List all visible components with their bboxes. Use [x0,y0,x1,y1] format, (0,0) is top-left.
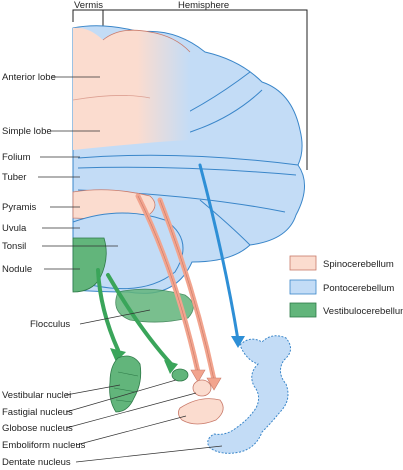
label-anterior-lobe: Anterior lobe [2,72,56,83]
label-uvula: Uvula [2,223,27,234]
legend-swatch-spino [289,255,317,271]
vermis-header: Vermis [74,0,103,11]
hemisphere-header: Hemisphere [178,0,229,11]
legend: Spinocerebellum Pontocerebellum Vestibul… [289,255,403,318]
label-flocculus: Flocculus [30,319,70,330]
label-tuber: Tuber [2,172,26,183]
label-globose-nucleus: Globose nucleus [2,423,73,434]
emboliform-nucleus-shape [178,398,224,425]
legend-swatch-ponto [289,279,317,295]
label-nodule: Nodule [2,264,32,275]
dentate-nucleus-shape [207,335,291,454]
spinocerebellum-anterior [73,27,190,150]
leader-lines [38,76,223,463]
legend-label-vestibulo: Vestibulocerebellum [323,306,403,317]
ponto-arrow [198,163,240,342]
legend-label-spino: Spinocerebellum [323,259,394,270]
label-tonsil: Tonsil [2,241,26,252]
fastigial-nucleus-shape [171,368,189,382]
label-fastigial-nucleus: Fastigial nucleus [2,407,73,418]
label-emboliform-nucleus: Emboliform nucleus [2,440,86,451]
vestibulo-arrows [96,268,174,367]
globose-nucleus-shape [192,379,212,397]
label-pyramis: Pyramis [2,202,37,213]
legend-label-ponto: Pontocerebellum [323,283,394,294]
label-folium: Folium [2,152,31,163]
label-dentate-nucleus: Dentate nucleus [2,457,71,468]
label-simple-lobe: Simple lobe [2,126,52,137]
label-vestibular-nuclei: Vestibular nuclei [2,390,71,401]
legend-swatch-vestibulo [289,302,317,318]
vestibular-nuclei-shape [109,355,142,413]
flocculus-region [115,288,194,323]
